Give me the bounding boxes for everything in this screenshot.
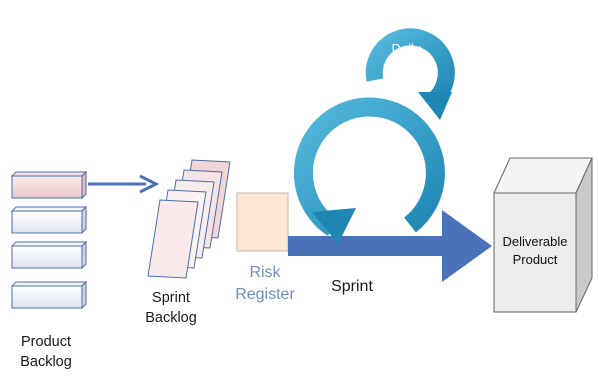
- deliverable-product-label-line1: Deliverable: [502, 234, 568, 249]
- sprint-length-label-line2: weeks: [345, 173, 395, 193]
- daily-meeting-label-line2: meeting: [382, 58, 430, 74]
- sprint-length-label: 2 – 4 weeks: [342, 150, 398, 196]
- risk-register-label-line2: Register: [235, 285, 295, 303]
- product-backlog-item: [10, 170, 88, 200]
- sprint-backlog-label-line2: Backlog: [145, 309, 197, 326]
- sprint-backlog-label-line1: Sprint: [152, 290, 190, 306]
- sprint-length-label-line1: 2 – 4: [351, 151, 389, 170]
- sprint-backlog-stack: [147, 159, 231, 279]
- daily-meeting-label-line1: Daily: [391, 41, 421, 56]
- deliverable-product-cube: [493, 157, 593, 313]
- sprint-backlog-label: Sprint Backlog: [143, 289, 199, 328]
- product-backlog-label-line2: Backlog: [20, 353, 72, 370]
- risk-register-label: Risk Register: [232, 262, 298, 305]
- deliverable-product-label: Deliverable Product: [494, 233, 576, 268]
- product-backlog-label-line1: Product: [21, 334, 71, 350]
- risk-register-label-line1: Risk: [249, 264, 281, 281]
- daily-meeting-label: Daily meeting: [378, 40, 434, 75]
- product-backlog-item: [10, 280, 88, 310]
- product-backlog-item: [10, 240, 88, 270]
- sprint-label: Sprint: [331, 278, 373, 295]
- backlog-to-sprint-arrow: [88, 174, 160, 194]
- deliverable-product-label-line2: Product: [512, 251, 558, 267]
- risk-register-box: [236, 192, 289, 252]
- sprint-arrow: [288, 210, 492, 282]
- product-backlog-item: [10, 205, 88, 235]
- daily-meeting-loop: [365, 28, 455, 120]
- product-backlog-label: Product Backlog: [18, 333, 74, 372]
- sprint-cycle-loop: [293, 97, 445, 244]
- product-backlog-stack: [10, 170, 88, 310]
